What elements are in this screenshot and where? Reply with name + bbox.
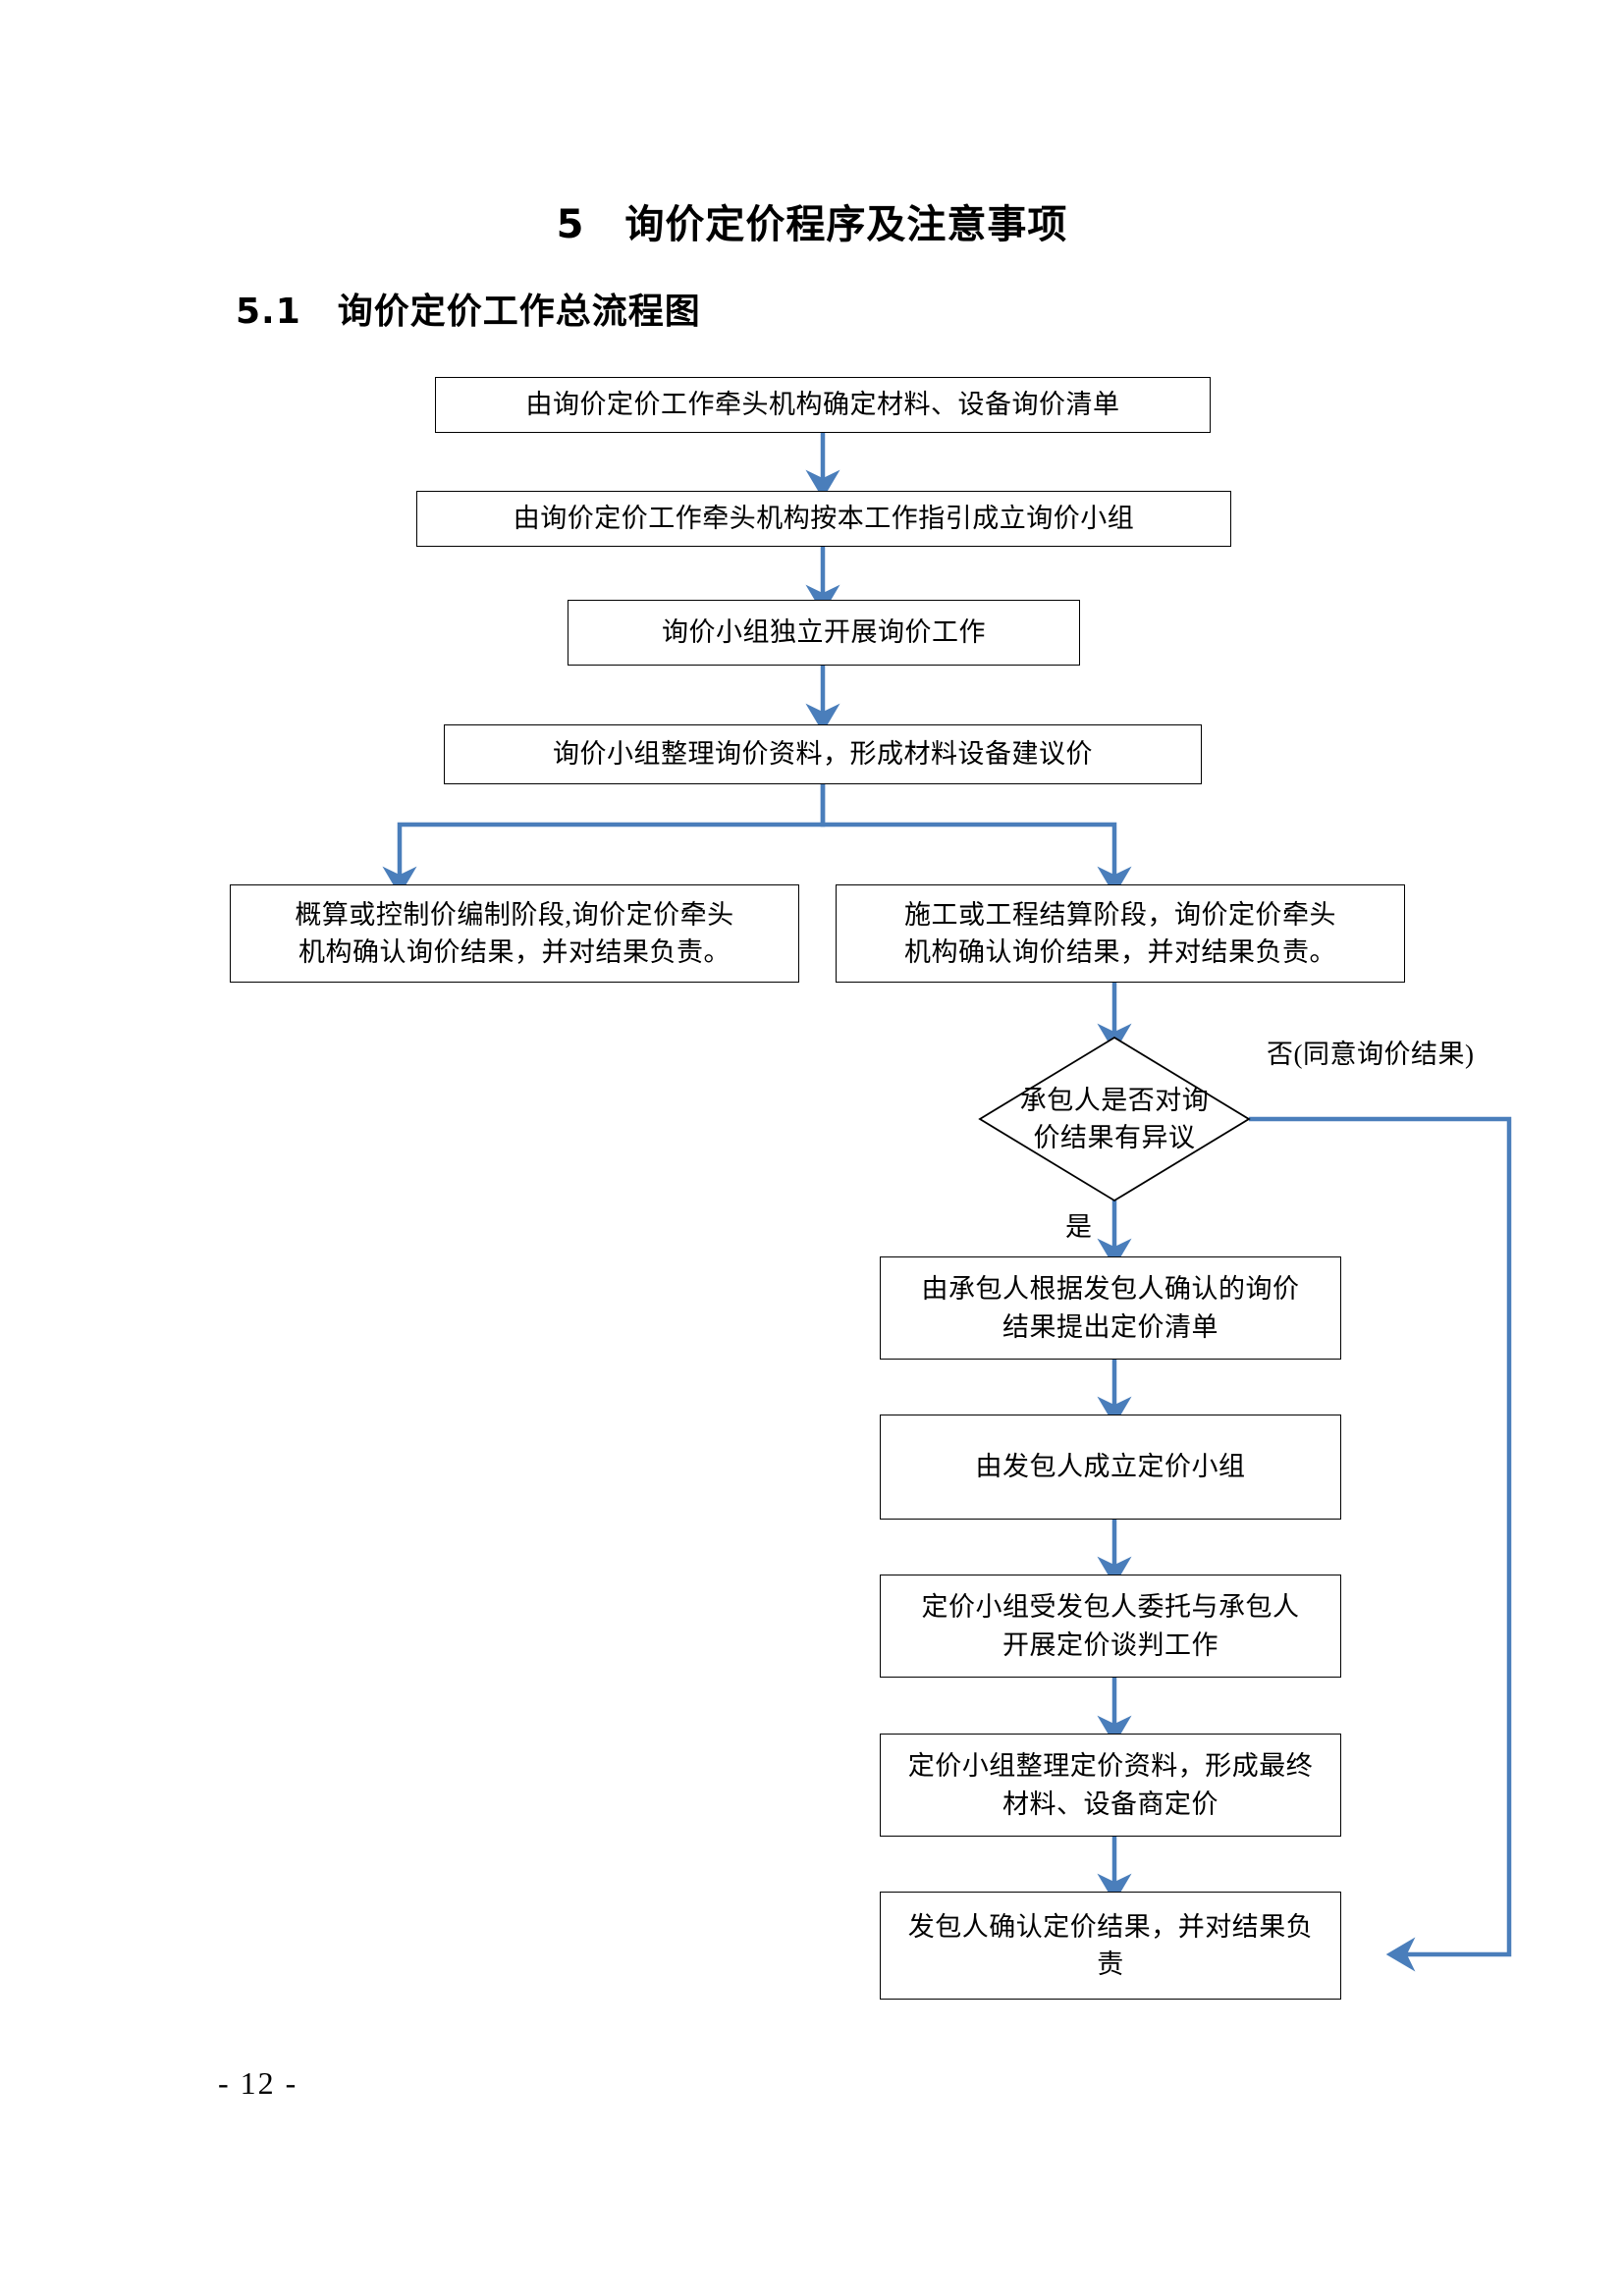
- flow-node-n12-text: 发包人确认定价结果，并对结果负 责: [907, 1911, 1314, 1979]
- flow-node-n1-text: 由询价定价工作牵头机构确定材料、设备询价清单: [525, 390, 1120, 420]
- flow-node-n1: 由询价定价工作牵头机构确定材料、设备询价清单: [435, 377, 1211, 433]
- flow-node-n12: 发包人确认定价结果，并对结果负 责: [880, 1892, 1341, 2000]
- edge-label-no: 否(同意询价结果): [1267, 1040, 1475, 1069]
- flow-node-n11-text: 定价小组整理定价资料，形成最终 材料、设备商定价: [907, 1751, 1314, 1819]
- flow-node-n5-text: 概算或控制价编制阶段,询价定价牵头 机构确认询价结果，并对结果负责。: [295, 899, 734, 967]
- page-number: - 12 -: [218, 2065, 298, 2101]
- flow-node-n8-text: 由承包人根据发包人确认的询价 结果提出定价清单: [921, 1274, 1300, 1342]
- flow-node-n4-text: 询价小组整理询价资料，形成材料设备建议价: [553, 739, 1093, 770]
- flow-node-n9-text: 由发包人成立定价小组: [975, 1452, 1246, 1482]
- flow-node-n7-text: 承包人是否对询 价结果有异议: [1019, 1085, 1210, 1152]
- flow-node-n2-text: 由询价定价工作牵头机构按本工作指引成立询价小组: [513, 504, 1135, 534]
- decision-diamond-shape: [978, 1036, 1251, 1202]
- flow-node-n7: 承包人是否对询 价结果有异议: [980, 1038, 1249, 1201]
- flow-node-n3-text: 询价小组独立开展询价工作: [662, 617, 986, 648]
- flow-node-n4: 询价小组整理询价资料，形成材料设备建议价: [444, 724, 1202, 784]
- connector-n7-n12-no: [1249, 1116, 1512, 1972]
- flow-node-n3: 询价小组独立开展询价工作: [568, 600, 1080, 666]
- page-title: 5 询价定价程序及注意事项: [556, 202, 1068, 247]
- flow-node-n9: 由发包人成立定价小组: [880, 1415, 1341, 1520]
- flow-node-n5: 概算或控制价编制阶段,询价定价牵头 机构确认询价结果，并对结果负责。: [230, 884, 799, 983]
- flow-node-n10: 定价小组受发包人委托与承包人 开展定价谈判工作: [880, 1575, 1341, 1678]
- flow-node-n6: 施工或工程结算阶段，询价定价牵头 机构确认询价结果，并对结果负责。: [836, 884, 1405, 983]
- section-heading: 5.1 询价定价工作总流程图: [236, 292, 701, 332]
- flow-node-n6-text: 施工或工程结算阶段，询价定价牵头 机构确认询价结果，并对结果负责。: [904, 899, 1336, 967]
- flow-node-n10-text: 定价小组受发包人委托与承包人 开展定价谈判工作: [921, 1592, 1300, 1660]
- connector-n4-n6: [820, 784, 1132, 896]
- flow-node-n11: 定价小组整理定价资料，形成最终 材料、设备商定价: [880, 1734, 1341, 1837]
- flow-node-n8: 由承包人根据发包人确认的询价 结果提出定价清单: [880, 1256, 1341, 1360]
- connector-n4-n5: [382, 784, 826, 896]
- flow-node-n2: 由询价定价工作牵头机构按本工作指引成立询价小组: [416, 491, 1231, 547]
- edge-label-yes: 是: [1065, 1212, 1093, 1242]
